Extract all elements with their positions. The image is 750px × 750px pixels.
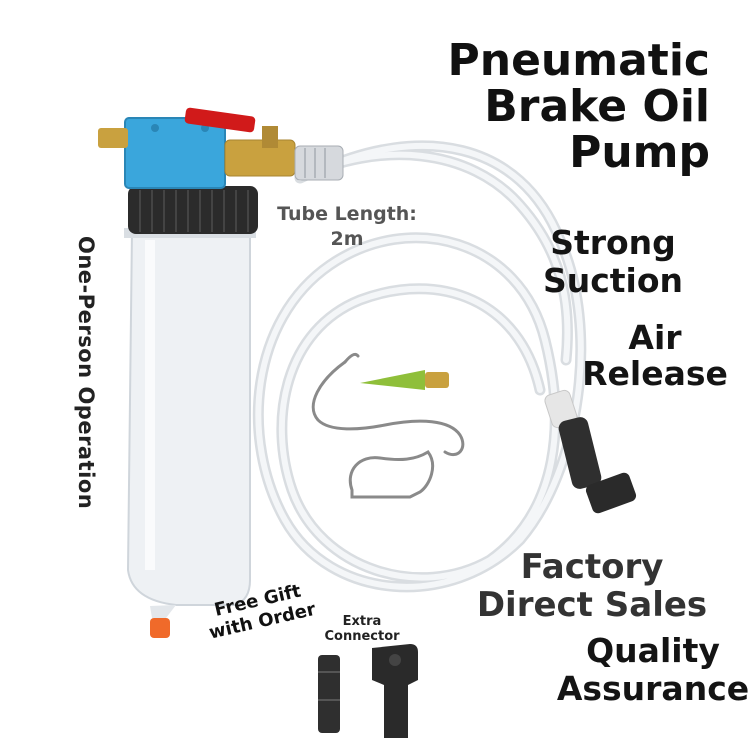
- extra-connector-label: Extra Connector: [312, 614, 412, 644]
- nozzle: [544, 389, 637, 514]
- wire-hooks: [311, 352, 465, 499]
- valve-assembly: [98, 107, 344, 189]
- feature-strong-suction: Strong Suction: [528, 224, 698, 300]
- tube-length-line-1: Tube Length:: [277, 203, 417, 225]
- feature-factory-line-1: Factory: [520, 547, 664, 587]
- feature-air-release: Air Release: [565, 320, 745, 392]
- hose: [252, 140, 587, 593]
- extra-connector-line-2: Connector: [324, 629, 400, 644]
- feature-quality-line-1: Quality: [586, 631, 720, 670]
- title-line-2: Brake Oil: [484, 81, 710, 132]
- product-title: Pneumatic Brake Oil Pump: [380, 38, 710, 176]
- one-person-operation-label: One-Person Operation: [74, 236, 98, 510]
- tube-length-label: Tube Length: 2m: [262, 202, 432, 252]
- feature-factory-direct: Factory Direct Sales: [470, 548, 714, 624]
- feature-air-line-1: Air: [628, 318, 682, 357]
- tube-length-line-2: 2m: [330, 228, 364, 250]
- bottle: [124, 186, 258, 638]
- title-line-3: Pump: [569, 127, 710, 178]
- extra-connectors: [318, 644, 418, 738]
- feature-strong-line-2: Suction: [542, 261, 684, 300]
- feature-strong-line-1: Strong: [550, 223, 676, 262]
- title-line-1: Pneumatic: [447, 35, 710, 86]
- extra-connector-line-1: Extra: [342, 614, 382, 629]
- feature-air-line-2: Release: [582, 354, 728, 393]
- feature-factory-line-2: Direct Sales: [476, 585, 708, 625]
- feature-quality-assurance: Quality Assurance: [548, 632, 750, 708]
- needle-tip: [360, 370, 449, 390]
- feature-quality-line-2: Assurance: [556, 669, 750, 708]
